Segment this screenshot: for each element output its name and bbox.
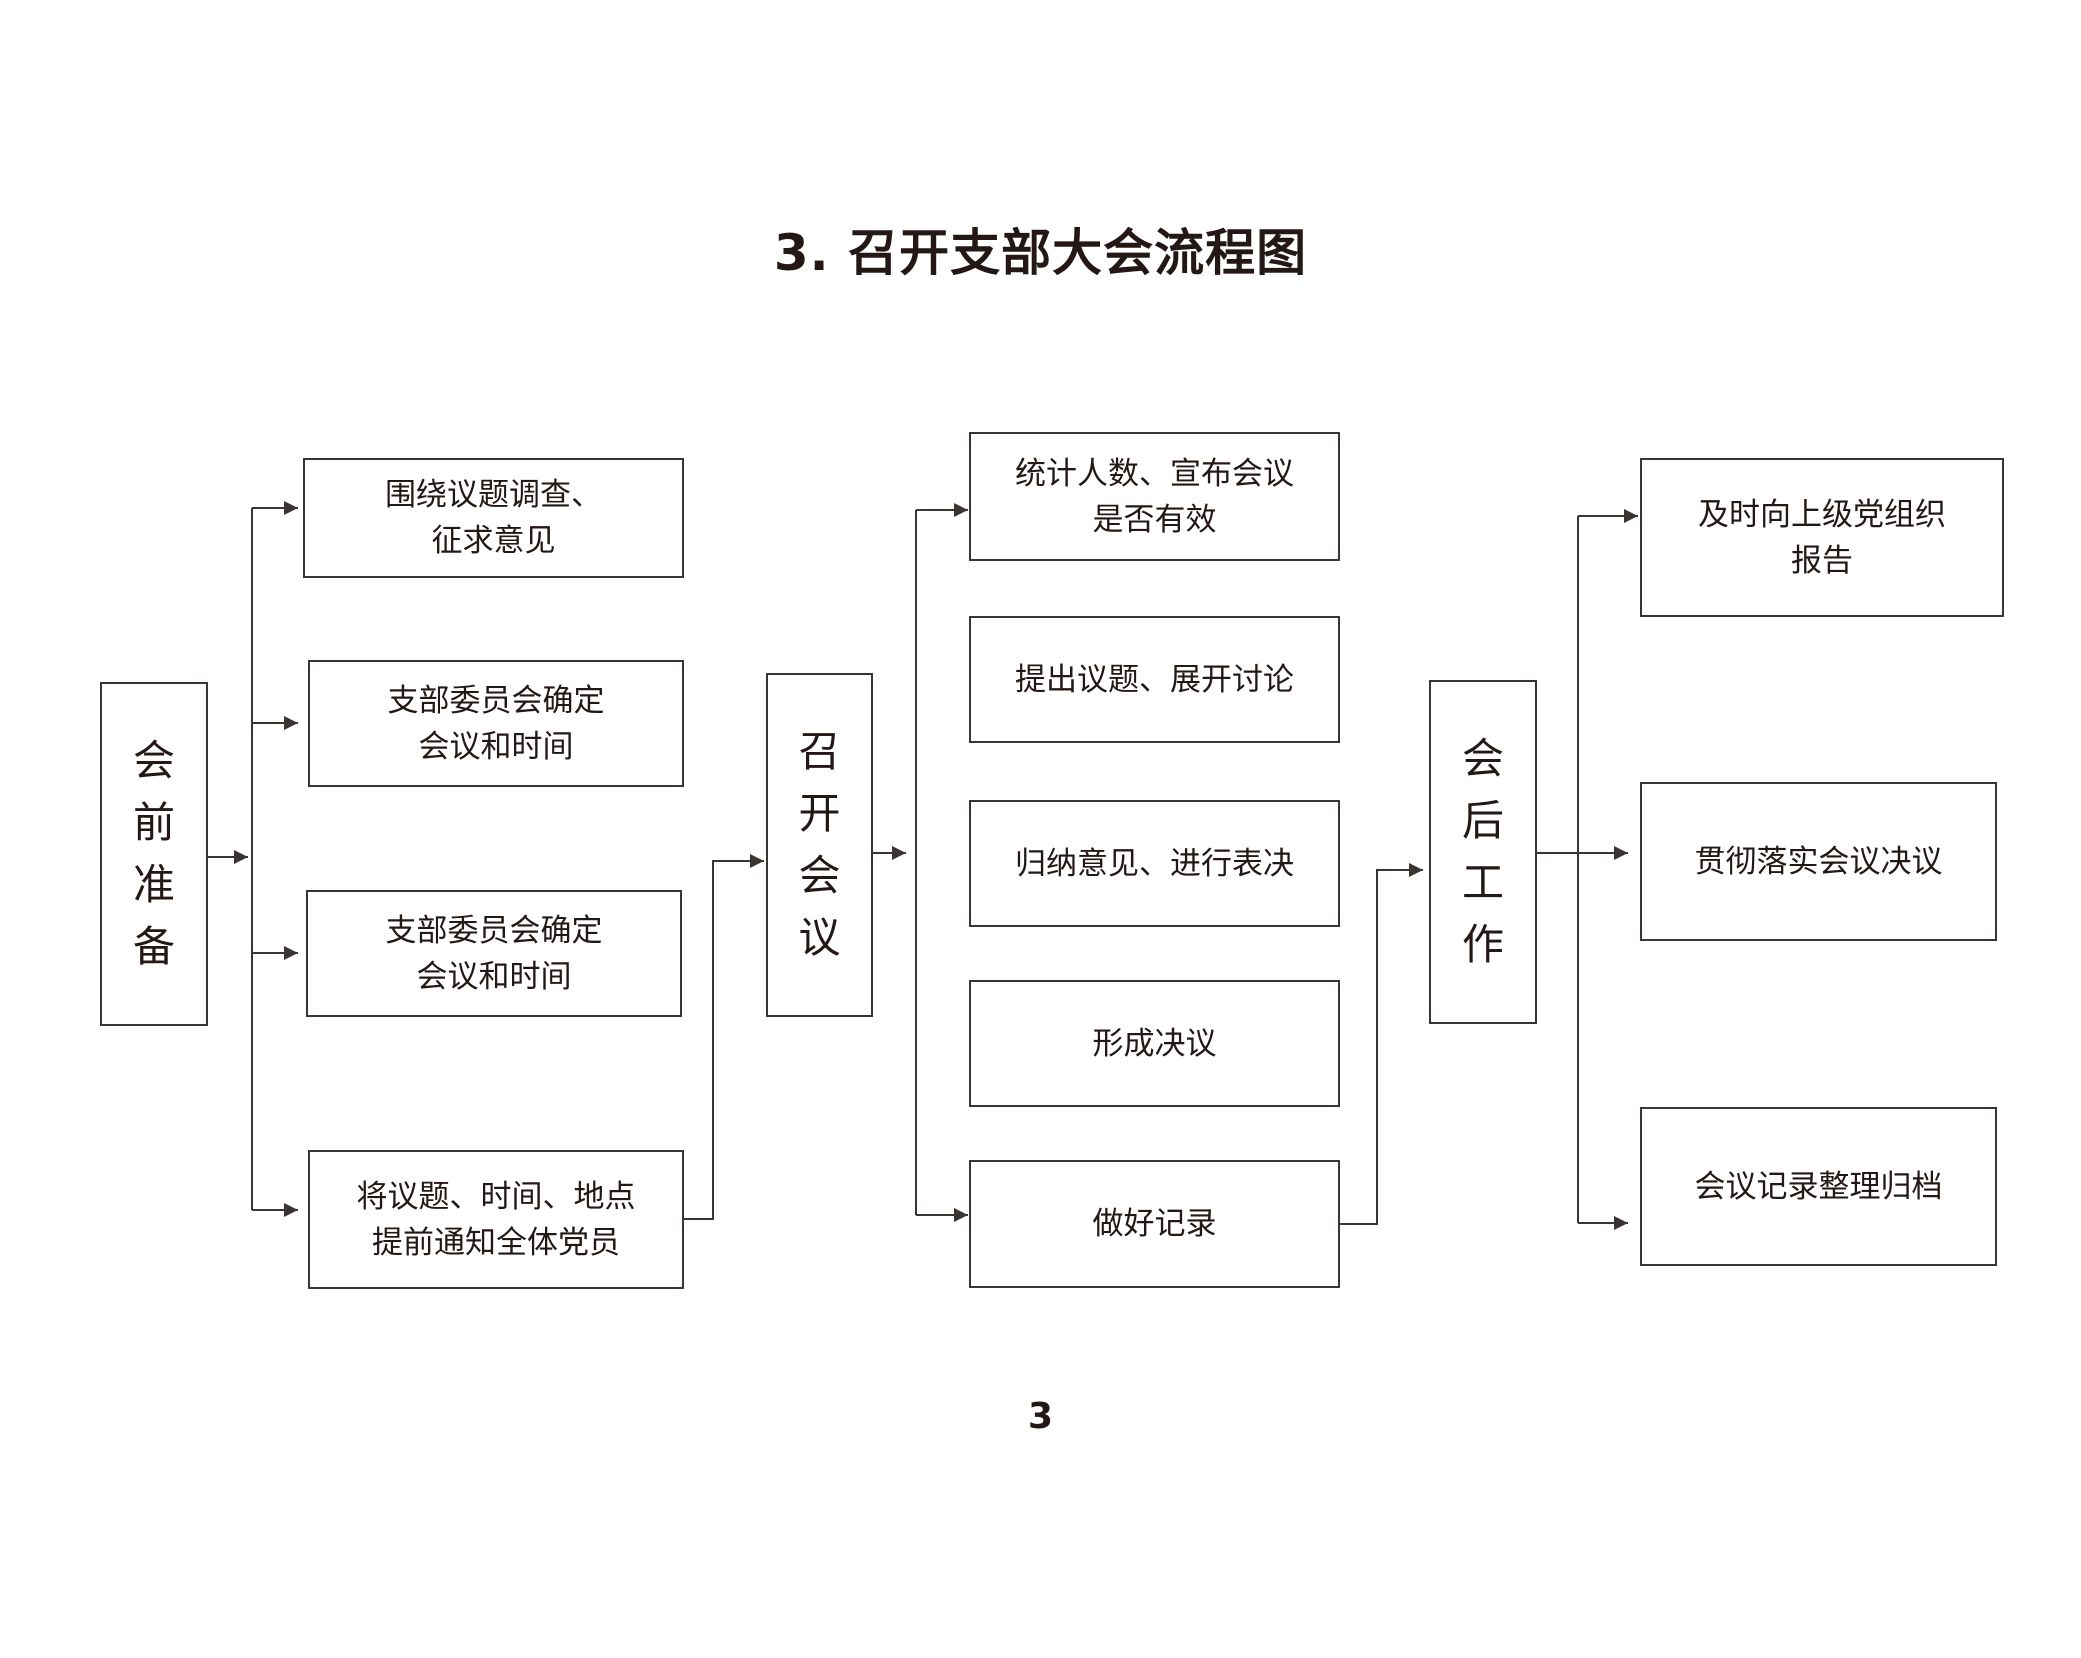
pre-step-3-label: 支部委员会确定 会议和时间: [385, 912, 603, 995]
pre-step-4: 将议题、时间、地点 提前通知全体党员: [308, 1150, 684, 1289]
post-step-1-label: 及时向上级党组织 报告: [1698, 496, 1946, 579]
meeting-step-3: 归纳意见、进行表决: [969, 800, 1340, 927]
meeting-step-3-label: 归纳意见、进行表决: [1015, 845, 1294, 882]
meeting-step-1: 统计人数、宣布会议 是否有效: [969, 432, 1340, 561]
post-step-2: 贯彻落实会议决议: [1640, 782, 1997, 941]
arrow-pre-to-meeting: [684, 854, 764, 1220]
meeting-step-2: 提出议题、展开讨论: [969, 616, 1340, 743]
meeting-step-5-label: 做好记录: [1092, 1206, 1217, 1242]
pre-step-2-label: 支部委员会确定 会议和时间: [387, 682, 605, 765]
post-step-2-label: 贯彻落实会议决议: [1694, 843, 1943, 880]
pre-step-2: 支部委员会确定 会议和时间: [308, 660, 684, 787]
arrow-meeting-to-post: [1339, 863, 1423, 1225]
pre-step-1-label: 围绕议题调查、 征求意见: [385, 477, 602, 559]
page-title: 3. 召开支部大会流程图: [773, 224, 1308, 282]
stage-label-meeting: 召开会议: [798, 727, 841, 962]
pre-step-1: 围绕议题调查、 征求意见: [303, 458, 684, 578]
pre-step-3: 支部委员会确定 会议和时间: [306, 890, 682, 1017]
meeting-step-4: 形成决议: [969, 980, 1340, 1107]
stage-box-pre-meeting: 会前准备: [100, 682, 208, 1026]
meeting-step-2-label: 提出议题、展开讨论: [1015, 661, 1294, 698]
post-step-3-label: 会议记录整理归档: [1694, 1168, 1943, 1205]
stage-box-post-meeting: 会后工作: [1429, 680, 1537, 1024]
stage-box-meeting: 召开会议: [766, 673, 873, 1017]
stage-label-post-meeting: 会后工作: [1462, 734, 1505, 969]
stage-label-pre-meeting: 会前准备: [133, 736, 176, 971]
post-step-3: 会议记录整理归档: [1640, 1107, 1997, 1266]
post-step-1: 及时向上级党组织 报告: [1640, 458, 2004, 617]
meeting-step-5: 做好记录: [969, 1160, 1340, 1288]
meeting-step-1-label: 统计人数、宣布会议 是否有效: [1015, 455, 1294, 538]
meeting-step-4-label: 形成决议: [1092, 1025, 1217, 1062]
pre-step-4-label: 将议题、时间、地点 提前通知全体党员: [356, 1178, 636, 1261]
page-number: 3: [1027, 1396, 1054, 1437]
